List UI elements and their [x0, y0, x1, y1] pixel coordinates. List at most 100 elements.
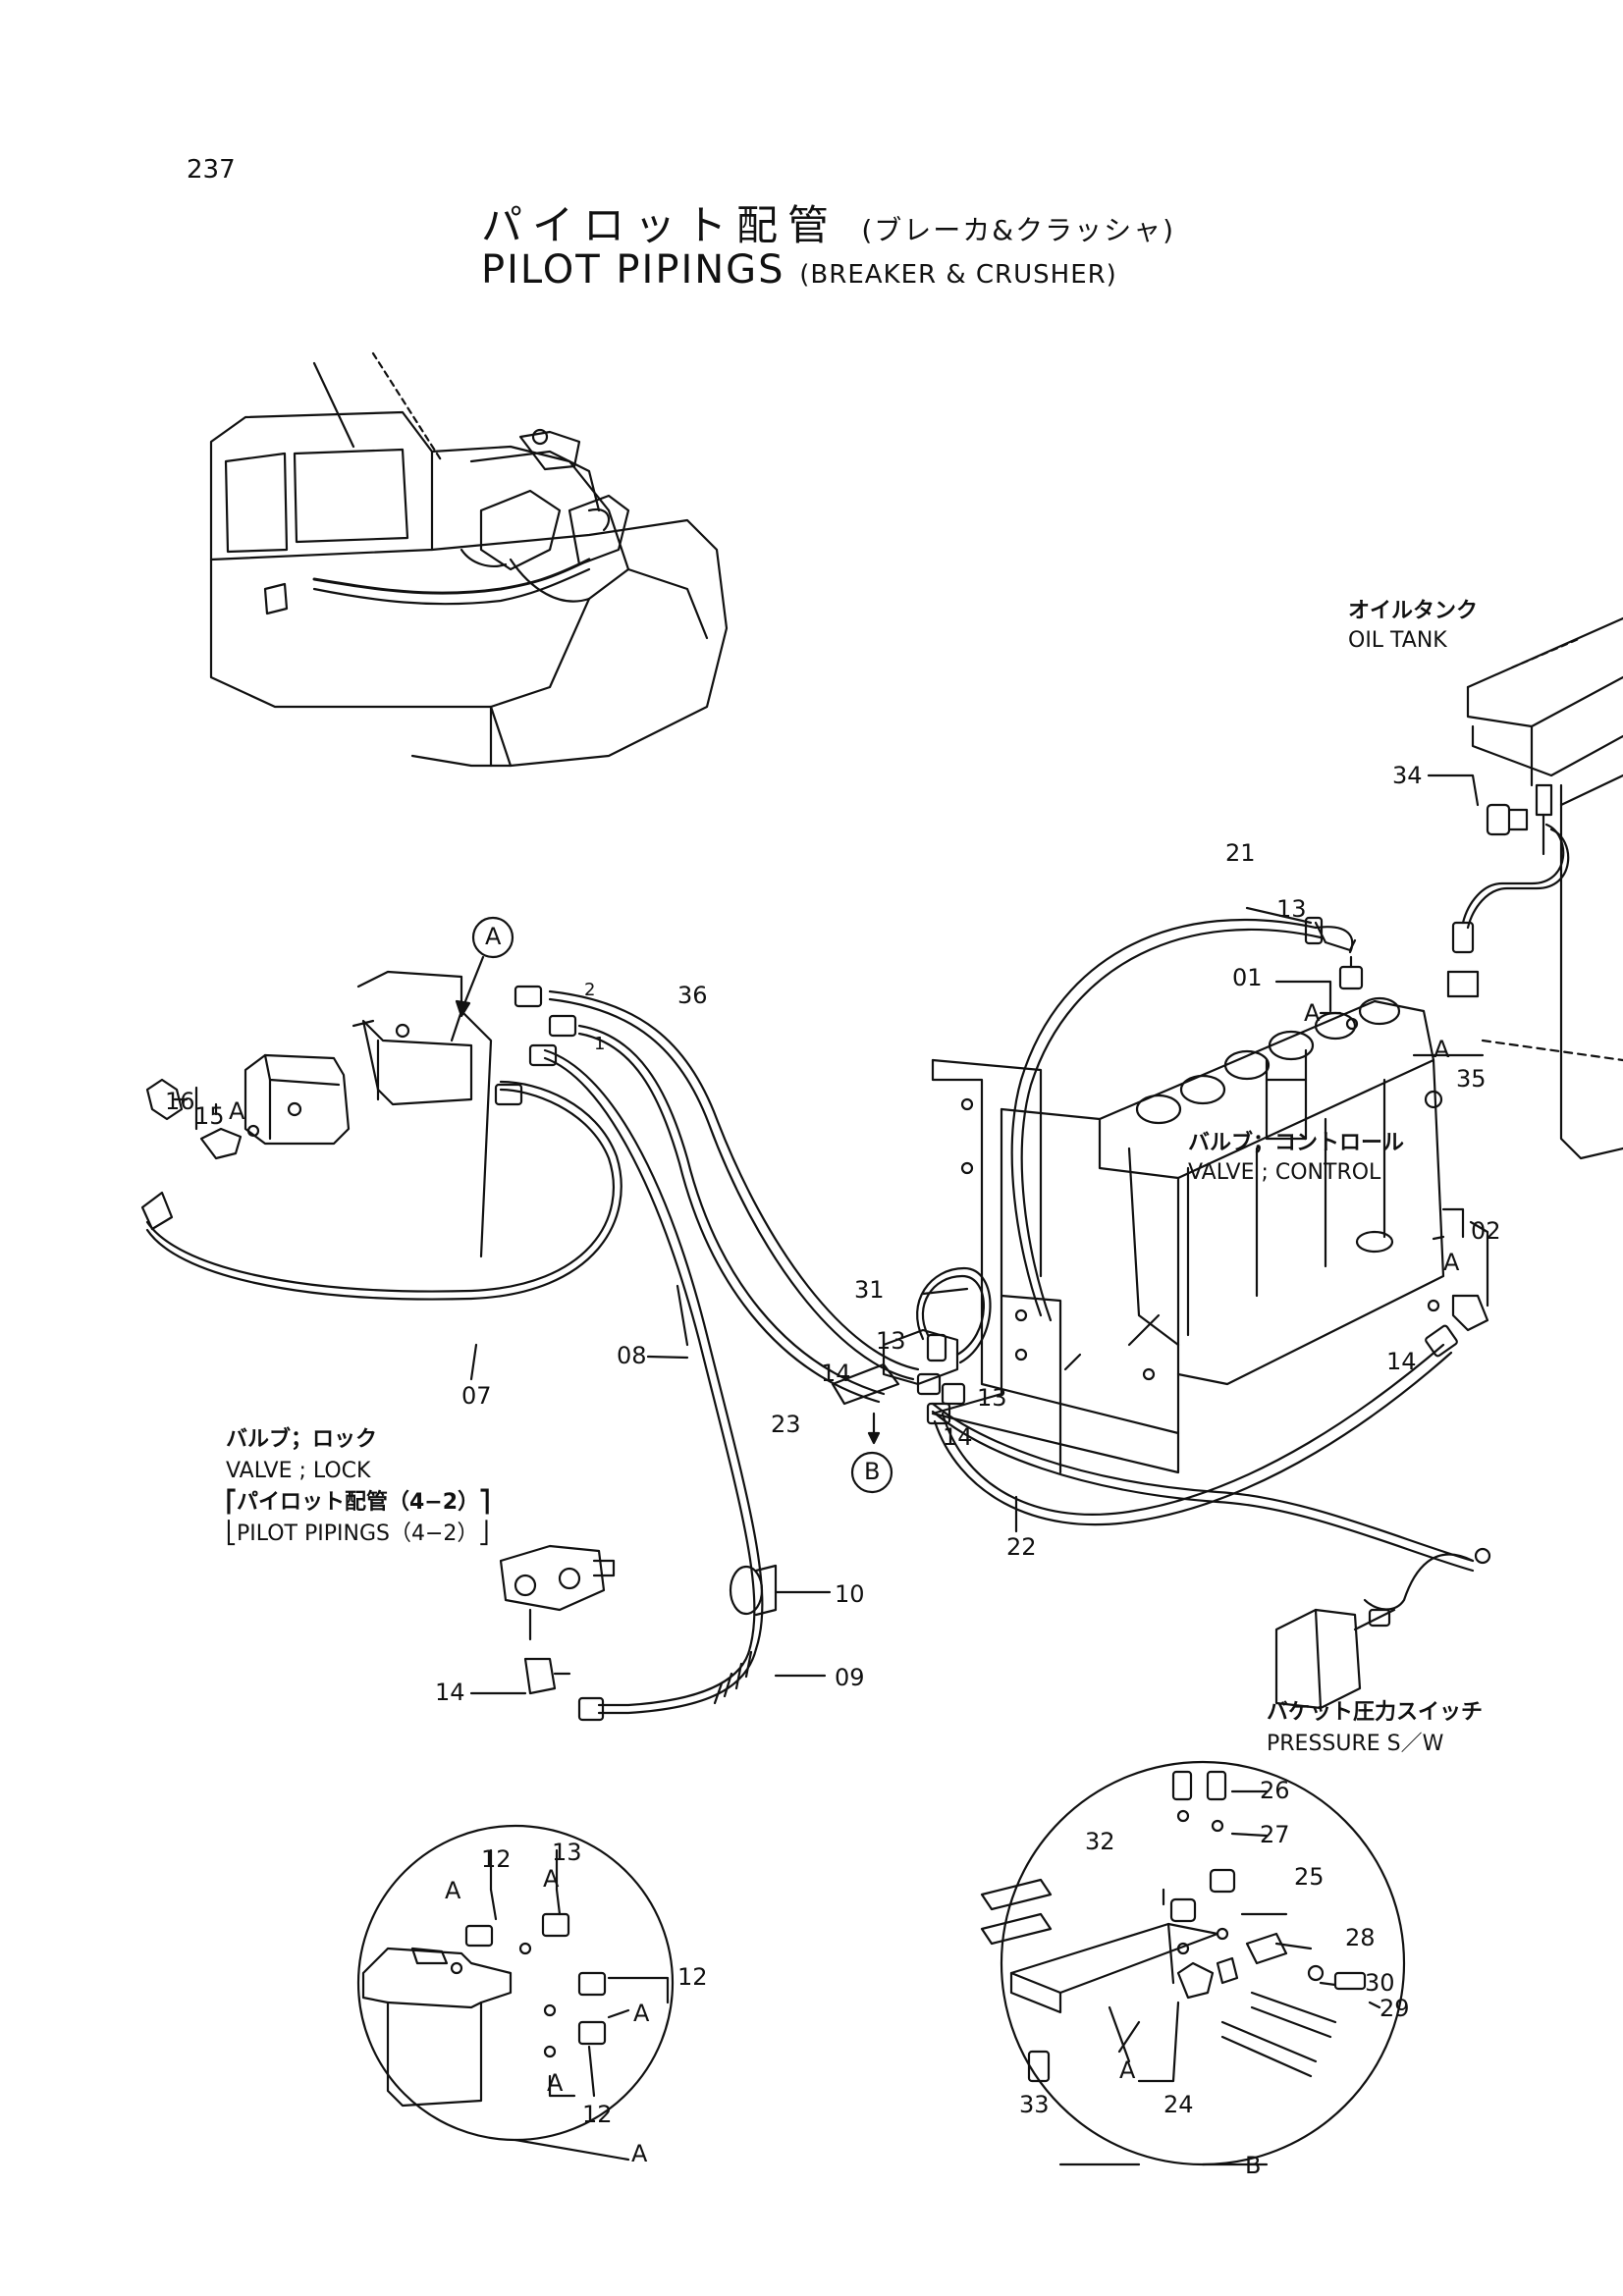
- label-valve-lock-en: VALVE ; LOCK: [226, 1459, 371, 1483]
- label-pilot-ref-en: ⎣PILOT PIPINGS（4−2）⎦: [226, 1520, 489, 1549]
- part-number-35: 35: [1456, 1065, 1487, 1093]
- title-english-sub: (BREAKER & CRUSHER): [799, 260, 1117, 290]
- hose-09-fitting: [577, 1696, 605, 1722]
- ref-a-12-right: A: [633, 2000, 650, 2027]
- part-number-14-block: 14: [821, 1360, 851, 1387]
- callout-a-letter: A: [485, 923, 502, 950]
- hose-36: [548, 989, 920, 1371]
- part-number-10: 10: [835, 1580, 865, 1608]
- page-number: 237: [187, 155, 236, 185]
- callout-b-circle: [850, 1451, 893, 1494]
- part-number-13-hose21: 13: [1276, 895, 1307, 923]
- excavator-overview: [209, 351, 729, 768]
- part-number-25: 25: [1294, 1863, 1325, 1891]
- part-number-27: 27: [1260, 1821, 1290, 1848]
- hose-09: [597, 1647, 758, 1715]
- part-number-24: 24: [1163, 2091, 1194, 2118]
- hose-21: [1010, 918, 1354, 1317]
- ref-bracket-open: ⎡: [226, 1490, 237, 1515]
- label-pilot-ref-en-text: PILOT PIPINGS（4−2）: [237, 1522, 479, 1546]
- hose-35-end: [1451, 921, 1475, 954]
- hose-35: [1461, 823, 1565, 925]
- ref-bracket-close: ⎤: [479, 1490, 491, 1515]
- part-number-33: 33: [1019, 2091, 1050, 2118]
- part-number-22: 22: [1006, 1533, 1037, 1561]
- hose-23: [577, 1024, 886, 1396]
- detail-b: [980, 1760, 1406, 2166]
- valve-mounting-bracket: [931, 1058, 1062, 1474]
- title-japanese-main: パイロット配管: [481, 201, 839, 249]
- part-number-12-right: 12: [677, 1963, 708, 1991]
- hose-07: [145, 1088, 615, 1293]
- title-japanese-sub: (ブレーカ&クラッシャ): [861, 214, 1176, 246]
- label-pilot-ref-ja-text: パイロット配管（4−2）: [237, 1490, 480, 1515]
- ref-a-12-bottom: A: [547, 2069, 564, 2097]
- leader-01: [1274, 980, 1332, 1013]
- fitting-01: [1338, 955, 1364, 1031]
- ref-a-12-top: A: [445, 1877, 461, 1904]
- part-number-01: 01: [1232, 964, 1263, 991]
- tee-14-left: [523, 1657, 571, 1695]
- part-number-14-left: 14: [435, 1679, 465, 1706]
- title-japanese: パイロット配管 (ブレーカ&クラッシャ): [481, 192, 1175, 252]
- detail-a: [356, 1824, 675, 2162]
- ref-bracket-close-en: ⎦: [478, 1522, 490, 1546]
- title-english-main: PILOT PIPINGS: [481, 247, 785, 293]
- elbow-35: [1446, 970, 1480, 998]
- fitting-02: [1427, 1220, 1489, 1332]
- callout-b-letter: B: [864, 1458, 881, 1485]
- part-number-14-lower: 14: [943, 1423, 973, 1451]
- detail-a-label: A: [631, 2140, 648, 2167]
- part-number-30: 30: [1365, 1969, 1395, 1997]
- control-valve: [931, 996, 1445, 1474]
- hose-07-fitting: [140, 1191, 174, 1231]
- hose-14-right: [941, 1343, 1445, 1516]
- pressure-switch: [1274, 1608, 1396, 1710]
- fitting-34: [1486, 803, 1529, 836]
- ref-bracket-open-en: ⎣: [226, 1522, 237, 1546]
- ref-a-02: A: [1443, 1249, 1460, 1276]
- ref-a-01: A: [1304, 999, 1321, 1027]
- part-number-12-bottom: 12: [582, 2101, 613, 2128]
- label-valve-control-en: VALVE ; CONTROL: [1188, 1160, 1381, 1185]
- junction-block-b: [831, 1328, 966, 1445]
- part-number-23: 23: [771, 1411, 801, 1438]
- part-number-07: 07: [461, 1382, 492, 1410]
- hose-31: [921, 1274, 985, 1357]
- part-number-21: 21: [1225, 839, 1256, 867]
- oil-tank: [1466, 616, 1623, 1160]
- hose-22: [931, 1402, 1475, 1563]
- clamp-10: [729, 1564, 778, 1617]
- title-english: PILOT PIPINGS (BREAKER & CRUSHER): [481, 247, 1117, 293]
- fitting-15: [199, 1124, 260, 1160]
- part-number-13-detail: 13: [552, 1839, 582, 1866]
- part-number-13-block: 13: [876, 1327, 906, 1355]
- part-number-08: 08: [617, 1342, 647, 1369]
- part-number-32: 32: [1085, 1828, 1115, 1855]
- fitting-16: [145, 1078, 189, 1121]
- hose-08: [543, 1048, 764, 1651]
- ref-a-15: A: [229, 1097, 245, 1125]
- label-pilot-ref-ja: ⎡パイロット配管（4−2）⎤: [226, 1488, 490, 1518]
- part-number-16: 16: [165, 1088, 195, 1115]
- label-valve-lock-ja: バルブ；ロック: [226, 1427, 378, 1452]
- detail-b-label: B: [1245, 2152, 1262, 2179]
- callout-a-circle: [471, 916, 514, 959]
- port-number-2: 2: [584, 980, 596, 1000]
- spiral-guard-09: [713, 1650, 753, 1705]
- port-number-1: 1: [594, 1034, 606, 1054]
- label-oil-tank-ja: オイルタンク: [1348, 599, 1479, 623]
- part-number-29: 29: [1380, 1995, 1410, 2022]
- part-number-31: 31: [854, 1276, 885, 1304]
- leader-lines: [194, 774, 1480, 1695]
- block-a-fittings: [494, 985, 577, 1106]
- leader-21: [1245, 906, 1313, 925]
- ref-a-35: A: [1434, 1036, 1450, 1063]
- label-pressure-sw-ja: バケット圧力スイッチ: [1267, 1700, 1484, 1725]
- ref-a-13: A: [543, 1865, 560, 1893]
- breaker-block-a: [352, 970, 493, 1258]
- label-pressure-sw-en: PRESSURE S／W: [1267, 1732, 1444, 1756]
- breaker-block-left: [243, 1053, 351, 1146]
- part-number-12-top: 12: [481, 1845, 512, 1873]
